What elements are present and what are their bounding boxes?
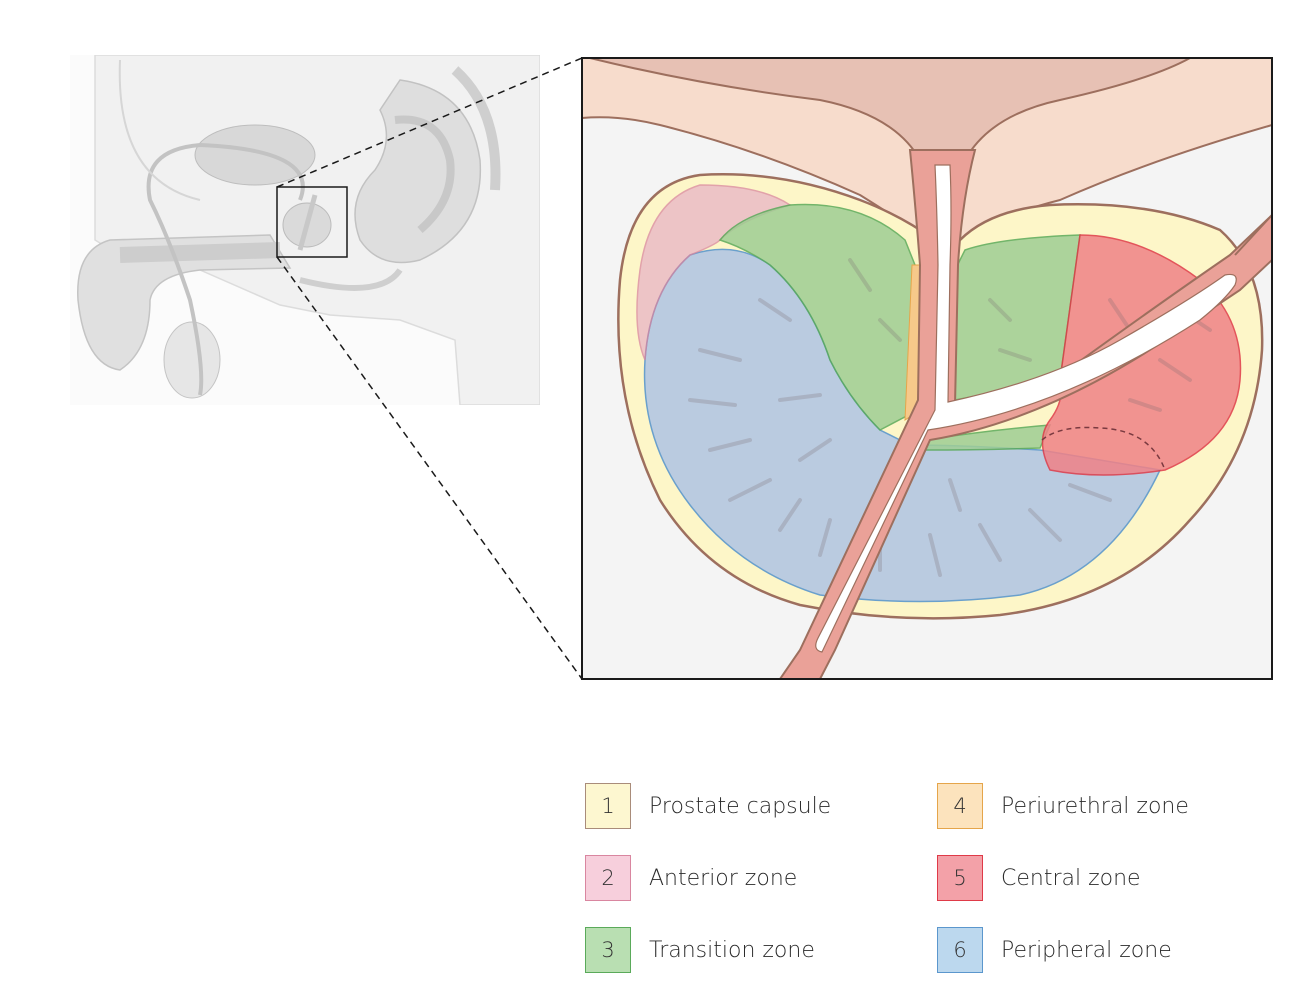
legend-label: Peripheral zone <box>1001 937 1172 963</box>
legend-label: Transition zone <box>649 937 815 963</box>
legend-item-peripheral-zone: 6 Peripheral zone <box>937 927 1172 973</box>
legend-swatch: 6 <box>937 927 983 973</box>
zoom-frame-border <box>581 57 1273 680</box>
legend-swatch: 1 <box>585 783 631 829</box>
ejaculatory-duct <box>1234 200 1272 256</box>
legend-item-periurethral-zone: 4 Periurethral zone <box>937 783 1189 829</box>
legend-swatch: 3 <box>585 927 631 973</box>
legend-label: Periurethral zone <box>1001 793 1189 819</box>
legend-swatch: 5 <box>937 855 983 901</box>
legend-item-anterior-zone: 2 Anterior zone <box>585 855 797 901</box>
legend-swatch: 4 <box>937 783 983 829</box>
sagittal-overview-thumbnail <box>70 55 540 405</box>
zoomed-prostate-view <box>582 58 1272 679</box>
legend-item-prostate-capsule: 1 Prostate capsule <box>585 783 831 829</box>
legend-label: Anterior zone <box>649 865 798 891</box>
legend-label: Central zone <box>1001 865 1141 891</box>
legend-item-transition-zone: 3 Transition zone <box>585 927 815 973</box>
zoom-box <box>276 186 348 258</box>
legend-item-central-zone: 5 Central zone <box>937 855 1141 901</box>
legend-swatch: 2 <box>585 855 631 901</box>
urethra-lumen <box>815 164 1237 653</box>
legend-label: Prostate capsule <box>649 793 832 819</box>
